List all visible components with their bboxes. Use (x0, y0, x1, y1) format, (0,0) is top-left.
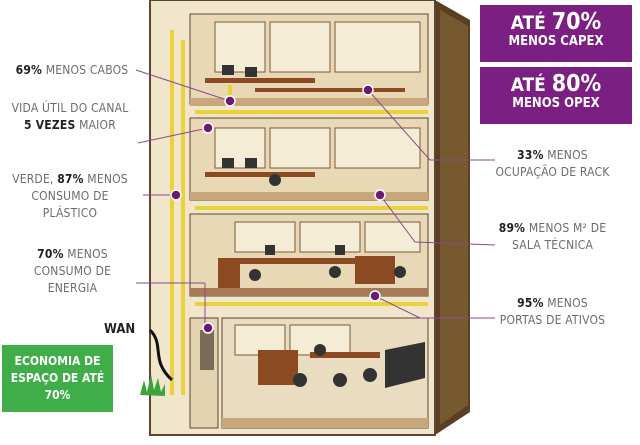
space-savings-box: ECONOMIA DE ESPAÇO DE ATÉ 70% (2, 345, 113, 412)
opex-box: ATÉ 80% MENOS OPEX (480, 67, 632, 124)
cable-tray (170, 30, 428, 395)
label-ports: 95% MENOS PORTAS DE ATIVOS (499, 296, 606, 327)
label-plastic: VERDE, 87% MENOS CONSUMO DE PLÁSTICO (12, 172, 128, 220)
wan-label: WAN (104, 322, 136, 337)
label-rack: 33% MENOS OCUPAÇÃO DE RACK (495, 148, 610, 179)
label-lifetime: VIDA ÚTIL DO CANAL 5 VEZES MAIOR (11, 101, 129, 132)
label-room: 89% MENOS M² DE SALA TÉCNICA (498, 221, 607, 252)
capex-box: ATÉ 70% MENOS CAPEX (480, 5, 632, 62)
label-energy: 70% MENOS CONSUMO DE ENERGIA (33, 247, 112, 295)
label-cables: 69% MENOS CABOS (15, 63, 129, 77)
